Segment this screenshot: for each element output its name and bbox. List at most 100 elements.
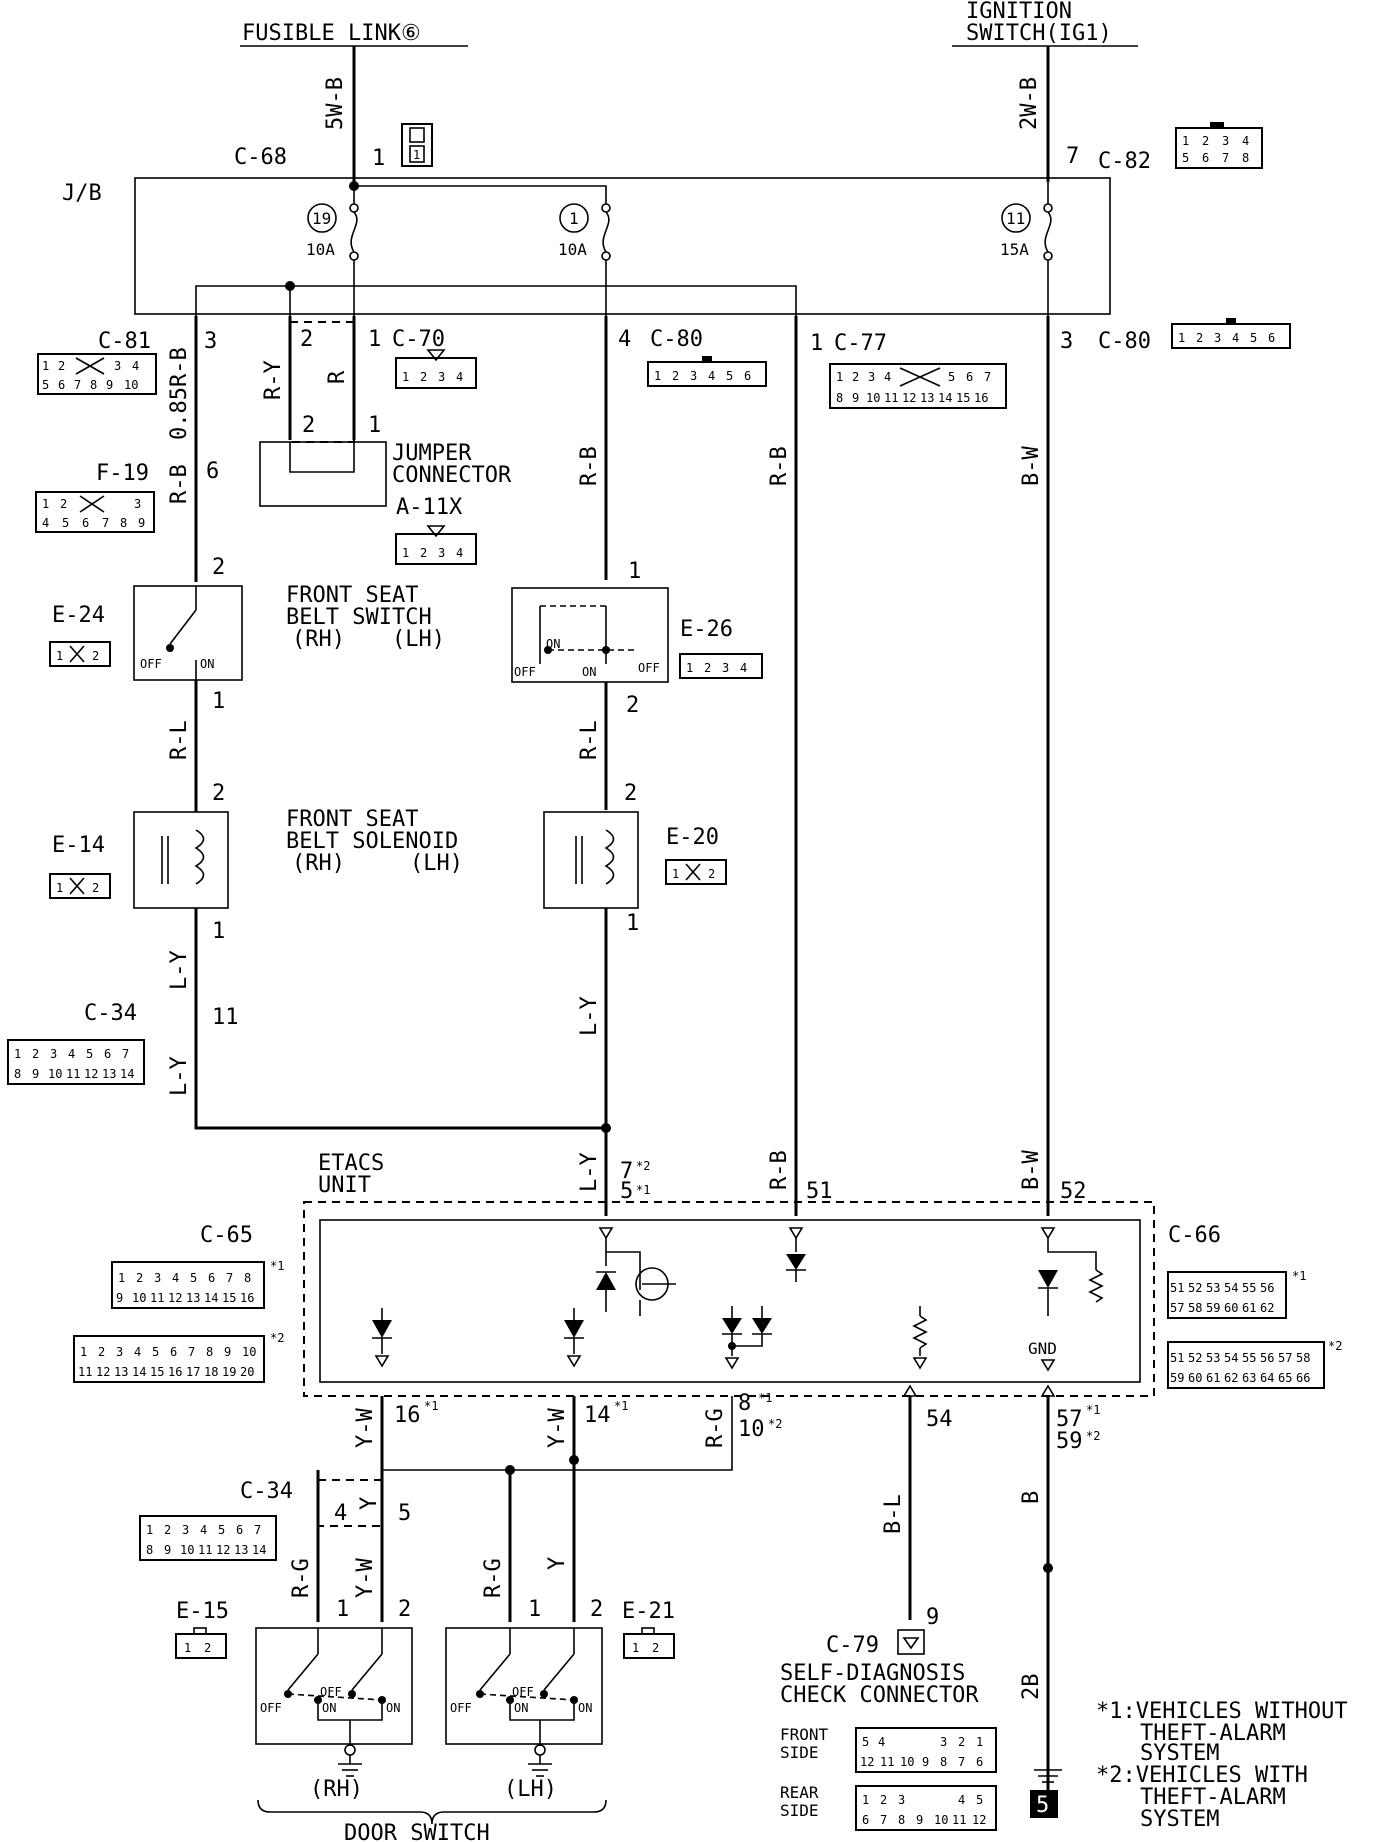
svg-text:11: 11 (952, 1813, 966, 1827)
pin-e26-2: 2 (626, 693, 639, 718)
svg-text:3: 3 (50, 1047, 57, 1061)
svg-text:6: 6 (104, 1047, 111, 1061)
belt-switch-label-rh: (RH) (292, 627, 345, 652)
solenoid-lh-coil (604, 829, 615, 885)
connector-c70-label: C-70 (392, 327, 445, 352)
solenoid-label-lh: (LH) (410, 851, 463, 876)
svg-text:1: 1 (836, 370, 843, 384)
connector-c65-icon-1: 1 2 3 4 5 6 7 8 9 10 11 12 13 14 15 16 (111, 1261, 265, 1309)
pin-c77-1: 1 (810, 331, 823, 356)
svg-text:2: 2 (60, 497, 67, 511)
svg-text:8: 8 (244, 1271, 251, 1285)
svg-text:2: 2 (1196, 331, 1203, 345)
svg-text:1: 1 (1178, 331, 1185, 345)
fusible-link-label: FUSIBLE LINK⑥ (242, 21, 421, 46)
svg-text:2: 2 (136, 1271, 143, 1285)
svg-text:52: 52 (1188, 1281, 1202, 1295)
belt-switch-rh-on: ON (200, 657, 214, 671)
pin-c79-9: 9 (926, 1605, 939, 1630)
ground-number-badge (1030, 1790, 1058, 1818)
pin-e21-1: 1 (528, 1597, 541, 1622)
svg-text:1: 1 (402, 546, 409, 560)
door-lh-label: (LH) (504, 1777, 557, 1802)
pin-jumper-2: 2 (302, 413, 315, 438)
svg-text:1: 1 (42, 359, 49, 373)
pin-16-note: *1 (424, 1399, 438, 1413)
connector-c66-icon-2: 51 52 53 54 55 56 57 58 59 60 61 62 63 6… (1167, 1341, 1325, 1389)
fuse-1: 1 10A (558, 203, 611, 261)
pin-e21-2: 2 (590, 1597, 603, 1622)
sdc-front-1: FRONT (780, 1725, 829, 1744)
pin-c34-5: 5 (398, 1501, 411, 1526)
svg-text:55: 55 (1242, 1281, 1256, 1295)
belt-switch-label-2: BELT SWITCH (286, 605, 432, 630)
connector-e20-label: E-20 (666, 825, 719, 850)
ground-number: 5 (1036, 1793, 1049, 1818)
svg-text:12: 12 (902, 391, 916, 405)
svg-text:7: 7 (984, 370, 991, 384)
door-rh-on-2: ON (386, 1701, 400, 1715)
wire-label-2wb: 2W-B (1017, 77, 1042, 130)
svg-text:11: 11 (880, 1755, 894, 1769)
etacs-label-2: UNIT (318, 1173, 371, 1198)
door-switch-brace (257, 1799, 607, 1825)
wire-label-yw-3: Y-W (353, 1558, 378, 1598)
connector-a11x-label: A-11X (396, 495, 463, 520)
svg-text:9: 9 (106, 378, 113, 392)
belt-switch-rh-off: OFF (140, 657, 162, 671)
note-2-line-1: *2:VEHICLES WITH (1096, 1763, 1308, 1788)
svg-text:13: 13 (102, 1067, 116, 1081)
svg-text:2: 2 (652, 1641, 659, 1655)
wire-label-b: B (1019, 1491, 1044, 1504)
etacs-gnd-label: GND (1028, 1339, 1057, 1358)
svg-text:5: 5 (152, 1345, 159, 1359)
svg-text:53: 53 (1206, 1351, 1220, 1365)
belt-switch-rh-arm (169, 609, 197, 645)
connector-c65-icon-2: 1 2 3 4 5 6 7 8 9 10 11 12 13 14 15 16 1… (73, 1335, 265, 1383)
svg-text:3: 3 (868, 370, 875, 384)
svg-text:7: 7 (958, 1755, 965, 1769)
pin-e24-1: 1 (212, 689, 225, 714)
pin-e26-1: 1 (628, 559, 641, 584)
jumper-loop (289, 442, 355, 473)
door-switch-rh (255, 1627, 413, 1745)
connector-f19-icon: 1 2 3 4 5 6 7 8 9 (35, 491, 155, 533)
svg-text:7: 7 (122, 1047, 129, 1061)
svg-text:8: 8 (898, 1813, 905, 1827)
svg-text:9: 9 (922, 1755, 929, 1769)
svg-text:7: 7 (188, 1345, 195, 1359)
note-2-line-3: SYSTEM (1140, 1807, 1219, 1832)
svg-text:9: 9 (852, 391, 859, 405)
wire-label-rb-4: R-B (767, 1150, 792, 1190)
svg-text:5: 5 (976, 1793, 983, 1807)
svg-text:53: 53 (1206, 1281, 1220, 1295)
pin-e20-1: 1 (626, 911, 639, 936)
svg-text:20: 20 (240, 1365, 254, 1379)
pin-59-note: *2 (1086, 1429, 1100, 1443)
svg-text:1: 1 (569, 209, 579, 228)
svg-text:1: 1 (862, 1793, 869, 1807)
svg-text:3: 3 (722, 661, 729, 675)
svg-text:1: 1 (402, 370, 409, 384)
wire-label-rg-2: R-G (289, 1558, 314, 1598)
connector-c77-icon: 1 2 3 4 5 6 7 8 9 10 11 12 13 14 15 16 (829, 363, 1007, 409)
svg-text:14: 14 (120, 1067, 134, 1081)
belt-switch-lh-off-1: OFF (514, 665, 536, 679)
svg-text:1: 1 (672, 867, 679, 881)
belt-switch-lh-on-2: ON (582, 665, 596, 679)
svg-text:9: 9 (224, 1345, 231, 1359)
svg-text:51: 51 (1170, 1351, 1184, 1365)
svg-text:14: 14 (938, 391, 952, 405)
svg-text:13: 13 (920, 391, 934, 405)
c66-note-2: *2 (1328, 1339, 1342, 1353)
svg-text:51: 51 (1170, 1281, 1184, 1295)
connector-c34b-label: C-34 (240, 1479, 293, 1504)
svg-text:9: 9 (916, 1813, 923, 1827)
svg-text:4: 4 (132, 359, 139, 373)
svg-text:6: 6 (236, 1523, 243, 1537)
svg-text:16: 16 (974, 391, 988, 405)
svg-text:10: 10 (900, 1755, 914, 1769)
door-rh-label: (RH) (310, 1777, 363, 1802)
svg-text:11: 11 (198, 1543, 212, 1557)
